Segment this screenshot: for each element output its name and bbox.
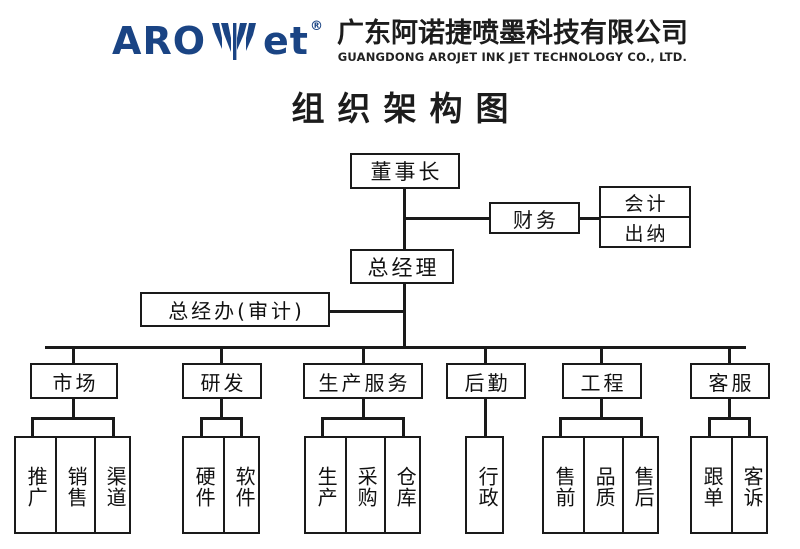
- group-engineering-children: 售前 品质 售后: [542, 436, 659, 534]
- connector-production-child-1: [321, 417, 324, 438]
- connector-production-down: [362, 398, 365, 419]
- company-name-en: GUANGDONG AROJET INK JET TECHNOLOGY CO.,…: [337, 49, 688, 64]
- connector-engineering-down: [600, 398, 603, 419]
- node-administration[interactable]: 行政: [475, 465, 500, 508]
- connector-rd-child-1: [200, 417, 203, 438]
- connector-gm-departments: [403, 283, 406, 348]
- connector-cs-down: [728, 398, 731, 419]
- connector-rd-down: [220, 398, 223, 419]
- node-chairman[interactable]: 董事长: [350, 153, 460, 189]
- connector-production-bus: [321, 417, 404, 420]
- connector-marketing-child-3: [112, 417, 115, 438]
- node-general-manager[interactable]: 总经理: [350, 249, 454, 284]
- group-customer-service-children: 跟单 客诉: [690, 436, 768, 534]
- node-dept-customer-service[interactable]: 客服: [690, 363, 770, 399]
- connector-marketing-down: [72, 398, 75, 419]
- node-accountant: 会计: [624, 192, 669, 215]
- node-dept-marketing[interactable]: 市场: [30, 363, 118, 399]
- company-name-block: 广东阿诺捷喷墨科技有限公司 GUANGDONG AROJET INK JET T…: [337, 18, 688, 65]
- logo-text-et: et: [263, 19, 309, 63]
- connector-cs-child-1: [708, 417, 711, 438]
- node-promotion[interactable]: 推广: [24, 465, 49, 508]
- node-warehouse[interactable]: 仓库: [384, 438, 423, 532]
- node-order-follow[interactable]: 跟单: [700, 465, 725, 508]
- company-name-cn: 广东阿诺捷喷墨科技有限公司: [336, 17, 688, 49]
- page-title: 组织架构图: [291, 89, 522, 128]
- node-dept-logistics[interactable]: 后勤: [446, 363, 526, 399]
- arojet-leaf-icon: [212, 21, 258, 61]
- node-quality[interactable]: 品质: [583, 438, 622, 532]
- connector-rd-child-2: [240, 417, 243, 438]
- connector-finance-accounting: [579, 217, 601, 220]
- node-cashier: 出纳: [601, 216, 689, 246]
- connector-cs-bus: [708, 417, 750, 420]
- connector-bus-marketing: [72, 346, 75, 366]
- connector-rd-bus: [200, 417, 242, 420]
- connector-bus-engineering: [600, 346, 603, 366]
- connector-engineering-bus: [559, 417, 642, 420]
- connector-engineering-child-1: [559, 417, 562, 438]
- node-channel[interactable]: 渠道: [94, 438, 133, 532]
- group-marketing-children: 推广 销售 渠道: [14, 436, 131, 534]
- connector-gm-gmoffice: [327, 310, 405, 313]
- group-rd-children: 硬件 软件: [182, 436, 260, 534]
- node-finance-children[interactable]: 会计 出纳: [599, 186, 691, 248]
- node-dept-engineering[interactable]: 工程: [562, 363, 642, 399]
- connector-logistics-child: [484, 398, 487, 438]
- logo-text-aro: ARO: [112, 19, 207, 63]
- connector-production-child-3: [402, 417, 405, 438]
- node-dept-production-service[interactable]: 生产服务: [303, 363, 423, 399]
- node-gm-office[interactable]: 总经办(审计): [140, 292, 330, 327]
- node-sales[interactable]: 销售: [55, 438, 94, 532]
- connector-bus-production: [362, 346, 365, 366]
- node-finance[interactable]: 财务: [489, 202, 580, 234]
- connector-department-bus: [45, 346, 746, 349]
- connector-bus-logistics: [484, 346, 487, 366]
- connector-marketing-child-1: [31, 417, 34, 438]
- connector-bus-rd: [220, 346, 223, 366]
- connector-engineering-child-3: [640, 417, 643, 438]
- group-logistics-children: 行政: [465, 436, 504, 534]
- node-purchasing[interactable]: 采购: [345, 438, 384, 532]
- node-after-sales[interactable]: 售后: [622, 438, 661, 532]
- connector-chairman-finance: [403, 217, 491, 220]
- connector-cs-child-2: [748, 417, 751, 438]
- node-pre-sales[interactable]: 售前: [552, 465, 577, 508]
- registered-trademark-icon: ®: [309, 19, 323, 34]
- connector-marketing-bus: [31, 417, 114, 420]
- node-complaint[interactable]: 客诉: [731, 438, 770, 532]
- arojet-logo: ARO et ®: [112, 19, 323, 63]
- company-header: ARO et ® 广东阿诺捷喷墨科技有限公司 GUANGDONG AROJET …: [0, 8, 800, 74]
- connector-bus-customer-service: [728, 346, 731, 366]
- node-dept-rd[interactable]: 研发: [182, 363, 262, 399]
- node-hardware[interactable]: 硬件: [192, 465, 217, 508]
- node-production[interactable]: 生产: [314, 465, 339, 508]
- group-production-children: 生产 采购 仓库: [304, 436, 421, 534]
- node-software[interactable]: 软件: [223, 438, 262, 532]
